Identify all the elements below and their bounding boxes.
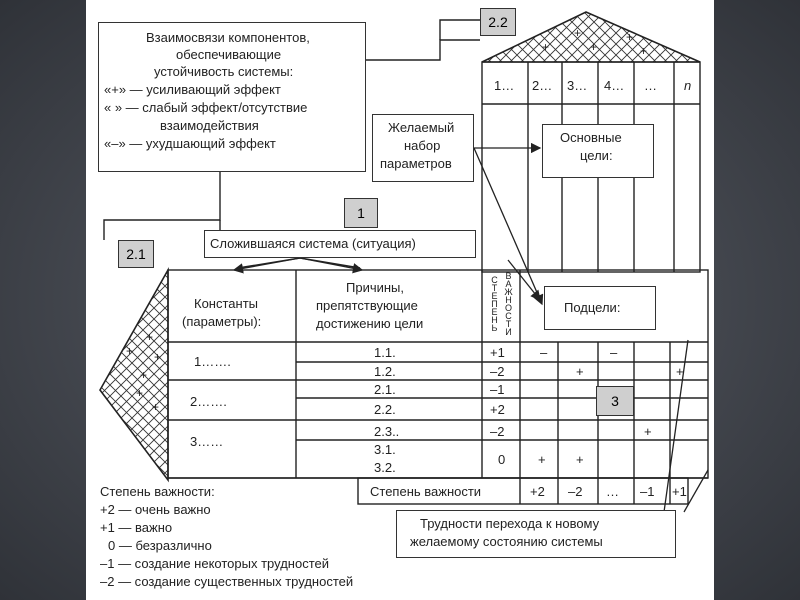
roof-mark: + <box>626 30 634 44</box>
cell-mark: + <box>644 424 652 439</box>
wing-mark: + <box>154 350 162 364</box>
scale-item: +2 — очень важно <box>100 502 211 517</box>
desired-line3: параметров <box>380 156 452 171</box>
cause-row: 3.1. <box>374 442 396 457</box>
legend-line3: устойчивость системы: <box>154 64 294 79</box>
causes-header-3: достижению цели <box>316 316 424 331</box>
param-2: 2……. <box>190 394 227 409</box>
importance-row-value: +1 <box>672 484 687 499</box>
difficulties-box <box>396 510 676 558</box>
importance-value: –2 <box>490 364 505 379</box>
main-goals-box <box>542 124 654 178</box>
param-3: 3…… <box>190 434 224 449</box>
legend-plus: «+» — усиливающий эффект <box>104 82 281 97</box>
cell-mark: + <box>576 452 584 467</box>
legend-box <box>98 22 366 172</box>
legend-title: Взаимосвязи компонентов, <box>146 30 310 45</box>
importance-row-value: –1 <box>640 484 655 499</box>
column-header: 2… <box>532 78 553 93</box>
difficulties-line2: желаемому состоянию системы <box>410 534 603 549</box>
legend-line2: обеспечивающие <box>176 47 282 62</box>
cause-row: 1.1. <box>374 345 396 360</box>
desired-line1: Желаемый <box>388 120 455 135</box>
cell-mark: + <box>576 364 584 379</box>
subgoals-label: Подцели: <box>564 300 621 315</box>
constants-header-1: Константы <box>194 296 258 311</box>
causes-header-1: Причины, <box>346 280 405 295</box>
left-correlation-matrix <box>99 266 169 483</box>
causes-header-2: препятствующие <box>316 298 418 313</box>
main-goals-line2: цели: <box>580 148 613 163</box>
importance-row-label: Степень важности <box>370 484 482 499</box>
cell-mark: – <box>540 345 548 360</box>
wing-mark: + <box>126 344 134 358</box>
desired-line2: набор <box>404 138 441 153</box>
label-3: 3 <box>596 386 634 416</box>
wing-mark: + <box>136 386 144 400</box>
wing-mark: + <box>152 400 160 414</box>
roof-mark: + <box>640 44 648 58</box>
column-header: n <box>684 78 692 93</box>
label-2-2: 2.2 <box>480 8 516 36</box>
cause-row: 2.2. <box>374 402 396 417</box>
scale-item: +1 — важно <box>100 520 173 535</box>
importance-value: –2 <box>490 424 505 439</box>
scale-item: 0 — безразлично <box>108 538 212 553</box>
column-header: 3… <box>567 78 588 93</box>
scale-title: Степень важности: <box>100 484 215 499</box>
desired-params-box <box>372 114 474 182</box>
cell-mark: + <box>676 364 684 379</box>
label-1: 1 <box>344 198 378 228</box>
roof-mark: + <box>590 40 598 54</box>
importance-row-value: –2 <box>568 484 583 499</box>
wing-mark: + <box>140 368 148 382</box>
importance-value: +2 <box>490 402 505 417</box>
importance-value: –1 <box>490 382 505 397</box>
column-header: 1… <box>494 78 515 93</box>
situation-label: Сложившаяся система (ситуация) <box>210 236 416 251</box>
vertical-stepen: СТЕПЕНЬ <box>491 275 498 333</box>
importance-value: +1 <box>490 345 505 360</box>
roof-mark: + <box>574 26 582 40</box>
vertical-vazhnosti: ВАЖНОСТИ <box>504 271 513 337</box>
cause-row: 3.2. <box>374 460 396 475</box>
cause-row: 2.3.. <box>374 424 400 439</box>
param-1: 1……. <box>194 354 231 369</box>
wing-mark: + <box>146 330 154 344</box>
roof-mark: + <box>542 40 550 54</box>
legend-minus: «–» — ухудшающий эффект <box>104 136 276 151</box>
scale-item: –1 — создание некоторых трудностей <box>100 556 329 571</box>
importance-value: 0 <box>498 452 506 467</box>
situation-box <box>204 230 476 258</box>
column-header: 4… <box>604 78 625 93</box>
legend-blank2: взаимодействия <box>160 118 259 133</box>
subgoals-box <box>544 286 656 330</box>
cell-mark: – <box>610 345 618 360</box>
difficulties-line1: Трудности перехода к новому <box>420 516 600 531</box>
cause-row: 1.2. <box>374 364 396 379</box>
main-goals-line1: Основные <box>560 130 622 145</box>
label-2-1: 2.1 <box>118 240 154 268</box>
cell-mark: + <box>538 452 546 467</box>
scale-item: –2 — создание существенных трудностей <box>100 574 354 589</box>
column-header: … <box>644 78 657 93</box>
importance-row-value: … <box>606 484 619 499</box>
cause-row: 2.1. <box>374 382 396 397</box>
constants-header-2: (параметры): <box>182 314 262 329</box>
importance-row-value: +2 <box>530 484 545 499</box>
legend-blank: « » — слабый эффект/отсутствие <box>104 100 308 115</box>
